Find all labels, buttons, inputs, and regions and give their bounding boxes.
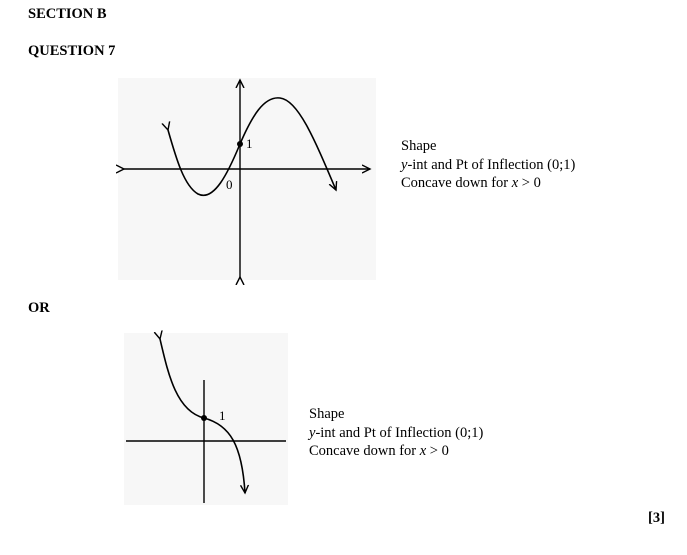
cubic-graph-1: 1 0 [118, 78, 376, 280]
note-concave-suffix: > 0 [426, 443, 449, 459]
question-heading: QUESTION 7 [28, 43, 116, 59]
note-concave-prefix: Concave down for [401, 175, 512, 191]
cubic-graph-2-svg: 1 [126, 333, 286, 503]
note-yint-text: -int and Pt of Inflection (0;1) [315, 424, 484, 441]
note-concave-prefix: Concave down for [309, 443, 420, 459]
note-yint-var: y [401, 156, 408, 173]
note-yint: y-int and Pt of Inflection (0;1) [401, 156, 575, 175]
or-label: OR [28, 300, 50, 316]
inflection-point [237, 141, 243, 147]
note-concave-var: x [511, 175, 519, 191]
marks-total: [3] [648, 510, 665, 526]
note-concave: Concave down for x > 0 [401, 174, 575, 193]
note-shape: Shape [309, 406, 345, 422]
note-concave: Concave down for x > 0 [309, 442, 483, 461]
label-zero: 0 [226, 177, 233, 192]
note-concave-suffix: > 0 [518, 175, 541, 191]
note-yint-var: y [309, 424, 316, 441]
graph1-notes: Shape y-int and Pt of Inflection (0;1) C… [401, 137, 575, 193]
inflection-point [201, 415, 207, 421]
cubic-graph-2: 1 [124, 333, 288, 505]
note-yint-text: -int and Pt of Inflection (0;1) [407, 156, 576, 173]
graph2-notes: Shape y-int and Pt of Inflection (0;1) C… [309, 405, 483, 461]
note-yint: y-int and Pt of Inflection (0;1) [309, 424, 483, 443]
section-heading: SECTION B [28, 6, 107, 22]
label-one: 1 [219, 408, 226, 423]
note-shape: Shape [401, 138, 437, 154]
label-one: 1 [246, 136, 253, 151]
note-concave-var: x [419, 443, 427, 459]
cubic-graph-1-svg: 1 0 [118, 78, 376, 280]
